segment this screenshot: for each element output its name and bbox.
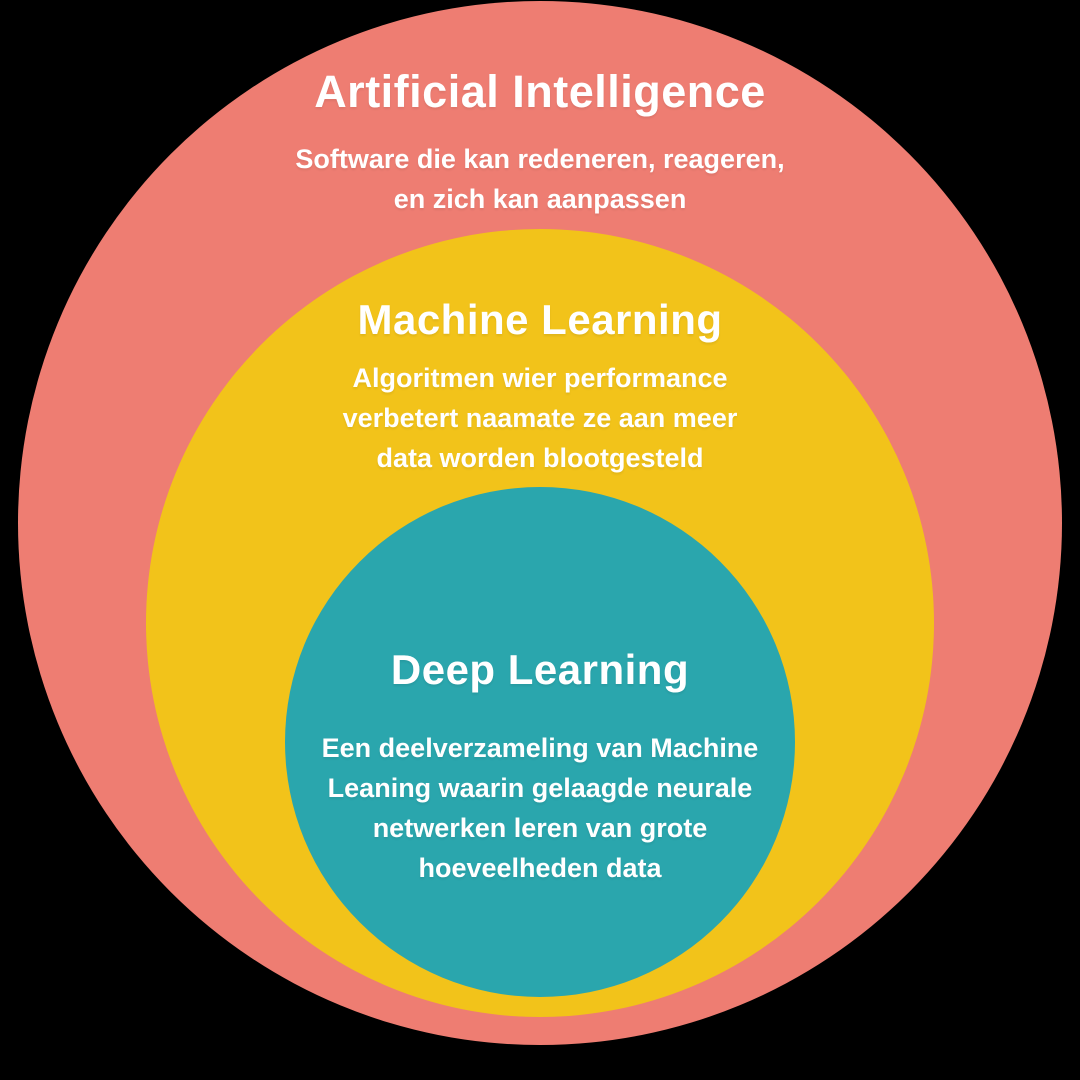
description-line: hoeveelheden data (418, 853, 662, 884)
description-line: data worden blootgesteld (376, 443, 704, 474)
artificial-intelligence-label-group: Artificial Intelligence Software die kan… (0, 68, 1080, 219)
artificial-intelligence-title: Artificial Intelligence (314, 66, 766, 117)
artificial-intelligence-description: Software die kan redeneren, reageren, en… (0, 139, 1080, 219)
machine-learning-description: Algoritmen wier performance verbetert na… (0, 358, 1080, 478)
deep-learning-description: Een deelverzameling van Machine Leaning … (0, 728, 1080, 888)
description-line: Software die kan redeneren, reageren, (295, 144, 785, 175)
description-line: en zich kan aanpassen (393, 184, 687, 215)
description-line: Leaning waarin gelaagde neurale (327, 773, 753, 804)
description-line: Algoritmen wier performance (352, 363, 728, 394)
description-line: netwerken leren van grote (372, 813, 708, 844)
deep-learning-label-group: Deep Learning Een deelverzameling van Ma… (0, 646, 1080, 888)
machine-learning-label-group: Machine Learning Algoritmen wier perform… (0, 296, 1080, 478)
description-line: verbetert naamate ze aan meer (342, 403, 738, 434)
description-line: Een deelverzameling van Machine (321, 733, 759, 764)
machine-learning-title: Machine Learning (357, 296, 723, 343)
deep-learning-title: Deep Learning (390, 646, 690, 693)
deep-learning-circle (285, 487, 795, 997)
